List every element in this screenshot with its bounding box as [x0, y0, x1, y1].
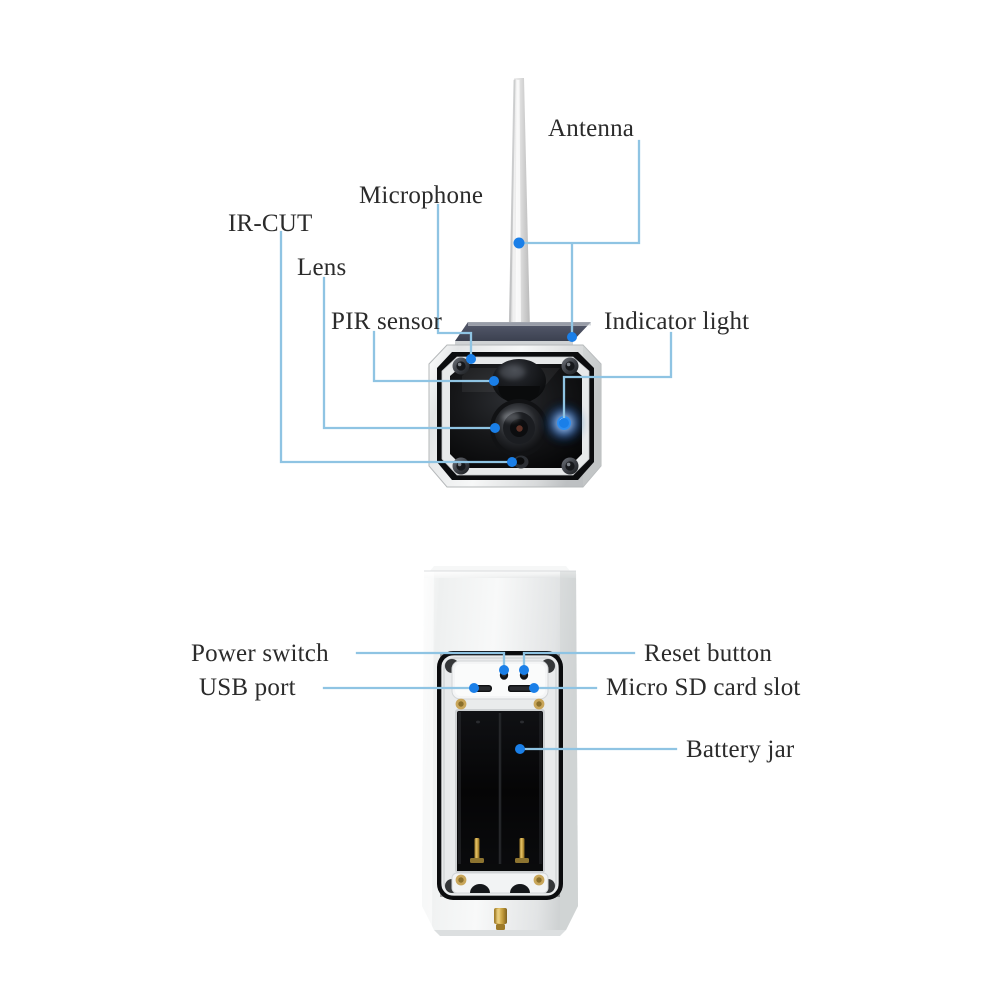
dot-microphone	[466, 354, 476, 364]
leader-ircut	[279, 230, 514, 464]
leader-reset	[522, 651, 636, 672]
leader-indicator	[562, 331, 673, 425]
ir-cut-sensor	[513, 455, 529, 469]
leader-lens	[322, 276, 497, 430]
dot-battery	[515, 744, 525, 754]
leader-pir	[372, 330, 496, 383]
battery-jar-compartment	[455, 709, 545, 873]
pir-dome	[492, 359, 546, 404]
dot-lens	[490, 423, 500, 433]
leader-microphone	[436, 203, 473, 361]
leader-dots-top	[466, 237, 577, 467]
label-microphone[interactable]: Microphone	[359, 182, 484, 209]
solar-panel	[455, 322, 591, 346]
label-lens[interactable]: Lens	[297, 254, 347, 281]
top-view-camera	[428, 78, 602, 488]
dot-reset	[519, 665, 529, 675]
leader-lines-top	[279, 139, 673, 464]
upper-shelf-screws	[455, 698, 545, 710]
dot-sd	[529, 683, 539, 693]
dot-antenna	[513, 237, 525, 249]
leader-antenna	[517, 139, 641, 245]
dot-solar	[567, 332, 577, 342]
brass-antenna-connector	[434, 908, 566, 936]
housing-screws	[452, 357, 579, 475]
dot-pir	[489, 376, 499, 386]
label-power-switch[interactable]: Power switch	[191, 640, 329, 667]
dot-usb	[469, 683, 479, 693]
dot-power	[499, 665, 509, 675]
dot-ircut	[507, 457, 517, 467]
leader-dots-bottom	[469, 665, 539, 754]
label-micro-sd-card-slot[interactable]: Micro SD card slot	[606, 674, 801, 701]
antenna-rod	[508, 78, 530, 330]
label-pir-sensor[interactable]: PIR sensor	[331, 308, 443, 335]
label-battery-jar[interactable]: Battery jar	[686, 736, 795, 763]
lower-shelf	[451, 872, 549, 894]
label-antenna[interactable]: Antenna	[548, 115, 635, 142]
leader-power	[355, 651, 506, 672]
label-reset-button[interactable]: Reset button	[644, 640, 773, 667]
battery-contacts	[470, 838, 529, 863]
label-indicator-light[interactable]: Indicator light	[604, 308, 750, 335]
bottom-view-camera	[422, 566, 578, 936]
label-ir-cut[interactable]: IR-CUT	[228, 210, 313, 237]
port-shelf	[451, 660, 549, 700]
dot-indicator	[559, 418, 569, 428]
leader-lines-bottom	[322, 651, 678, 751]
camera-lens	[490, 399, 548, 457]
label-usb-port[interactable]: USB port	[199, 674, 296, 701]
